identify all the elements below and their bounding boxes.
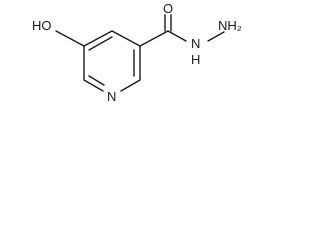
hydroxyl-label: HO <box>32 18 52 33</box>
bond-ring-carbonyl <box>139 30 169 47</box>
amide-hydrogen-label: H <box>191 52 200 67</box>
ring-nitrogen-label: N <box>107 89 116 104</box>
bond-c2-c3 <box>83 30 113 47</box>
carbonyl-oxygen-label: O <box>163 1 173 16</box>
pyridine-ring <box>83 30 141 92</box>
bond-c3-c4 <box>111 30 141 47</box>
bond-c5-c6 <box>120 79 141 92</box>
molecule-structure: HO N O N H NH₂ <box>32 1 242 104</box>
terminal-amine-label: NH₂ <box>218 18 242 33</box>
bond-c-oh <box>55 30 85 47</box>
bond-c2-c3-inner <box>88 36 113 51</box>
bond-n1-c1-inner <box>88 75 105 86</box>
bond-n1-c1 <box>83 79 104 92</box>
bond-n-n <box>207 31 225 42</box>
structure-canvas: HO N O N H NH₂ <box>0 0 249 138</box>
amide-nitrogen-label: N <box>191 36 200 51</box>
bond-c-n <box>167 30 187 42</box>
